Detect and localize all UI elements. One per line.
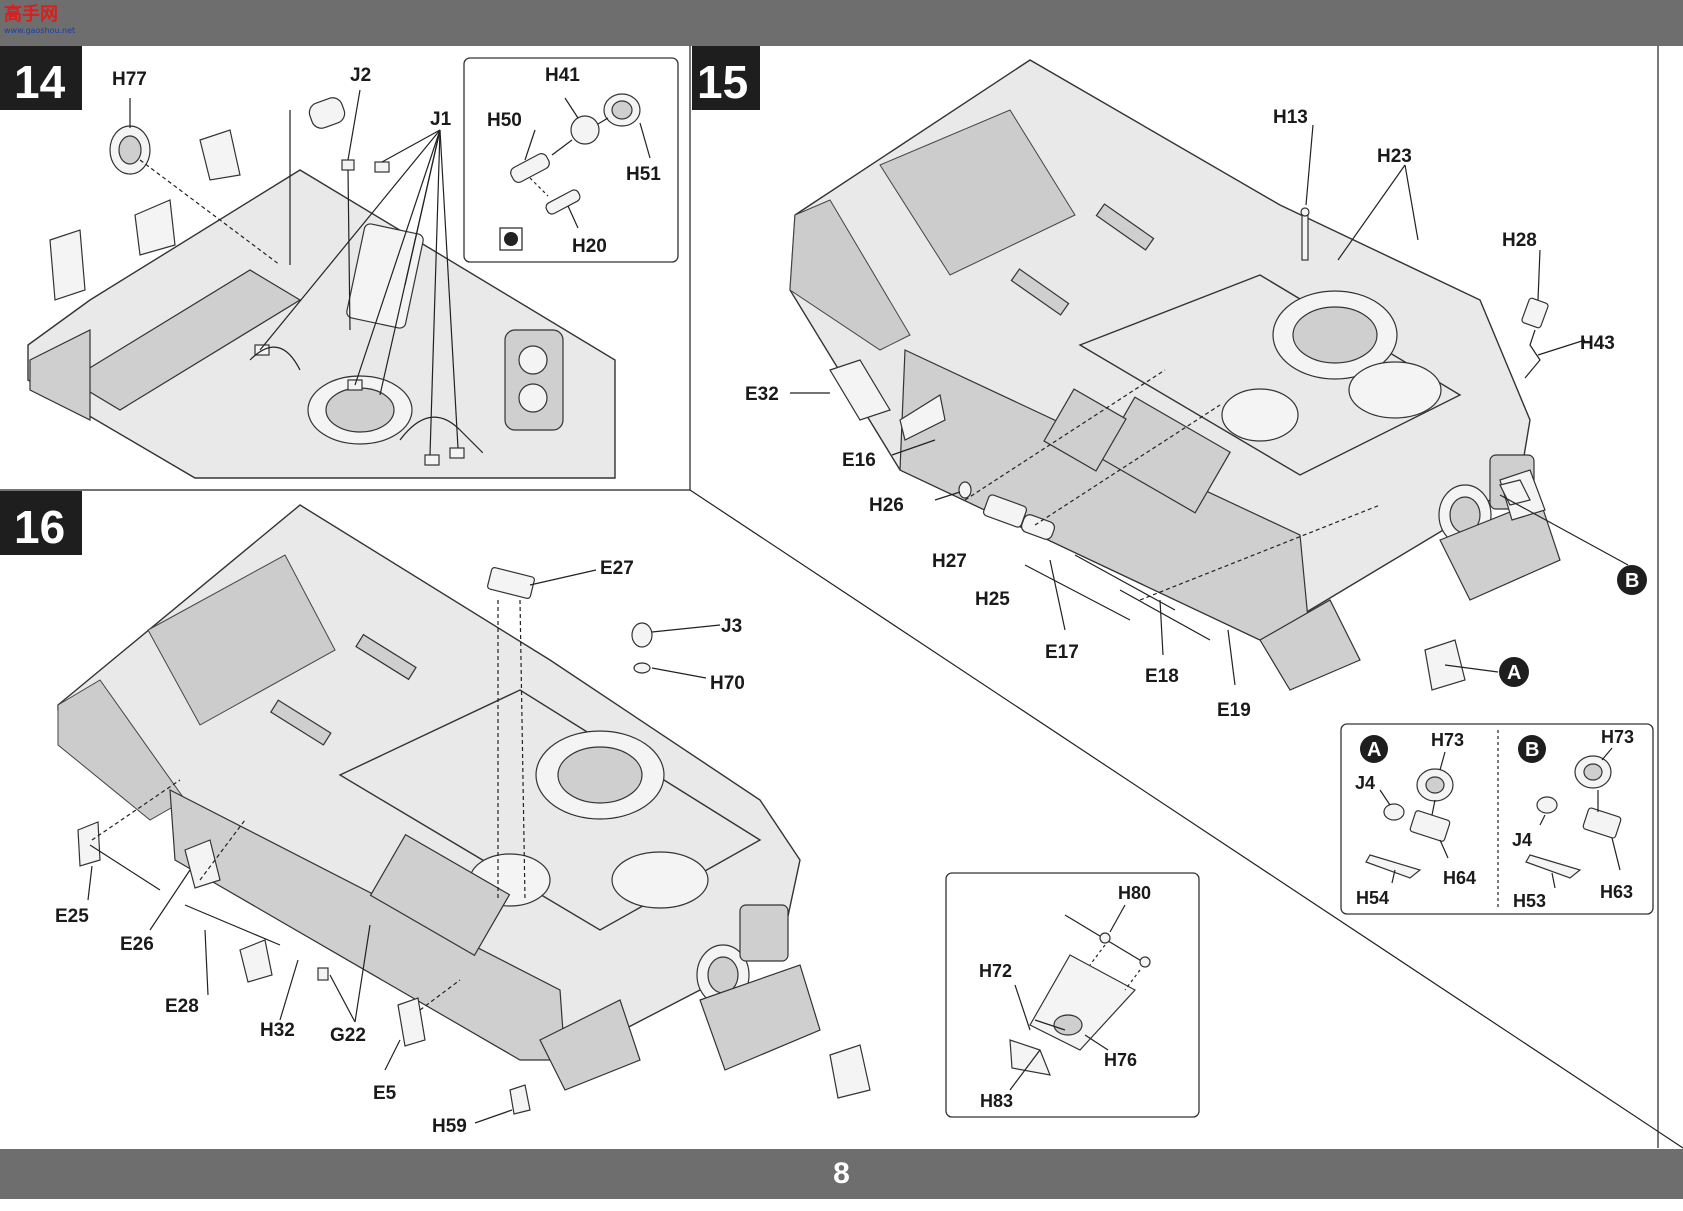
label-e5: E5 bbox=[373, 1083, 397, 1104]
label-g22: G22 bbox=[330, 1025, 366, 1046]
step-16-parts bbox=[77, 567, 871, 1115]
label-h50: H50 bbox=[487, 110, 522, 131]
detail-a-h64: H64 bbox=[1443, 868, 1476, 888]
label-h83: H83 bbox=[980, 1091, 1013, 1111]
detail-a-j4: J4 bbox=[1355, 773, 1375, 793]
label-h80: H80 bbox=[1118, 883, 1151, 903]
label-h23: H23 bbox=[1377, 146, 1412, 167]
step-15: 15 bbox=[692, 46, 1654, 915]
page-number: 8 bbox=[833, 1157, 850, 1190]
label-j3: J3 bbox=[721, 616, 742, 637]
callout-b: B bbox=[1625, 570, 1639, 592]
step-14-number: 14 bbox=[14, 56, 66, 108]
step-16-badge bbox=[0, 491, 82, 555]
site-logo: 高手网 www.gaoshou.net bbox=[4, 4, 76, 40]
top-band bbox=[0, 0, 1683, 46]
step-14-badge bbox=[0, 46, 82, 110]
step-14: 14 bbox=[0, 46, 679, 479]
step-16: 16 bbox=[0, 491, 1200, 1137]
label-h26: H26 bbox=[869, 495, 904, 516]
detail-b-letter: B bbox=[1525, 739, 1539, 761]
logo-url: www.gaoshou.net bbox=[4, 26, 76, 35]
label-h76: H76 bbox=[1104, 1050, 1137, 1070]
step-15-number: 15 bbox=[697, 56, 748, 108]
detail-b-h63: H63 bbox=[1600, 882, 1633, 902]
detail-b-h73: H73 bbox=[1601, 727, 1634, 747]
callout-b-badge bbox=[1617, 565, 1647, 595]
step-16-leaders bbox=[87, 569, 721, 1124]
label-e25: E25 bbox=[55, 906, 89, 927]
label-e32: E32 bbox=[745, 384, 779, 405]
detail-b-h53: H53 bbox=[1513, 891, 1546, 911]
label-h70: H70 bbox=[710, 673, 745, 694]
label-h13: H13 bbox=[1273, 107, 1308, 128]
label-h32: H32 bbox=[260, 1020, 295, 1041]
label-j1: J1 bbox=[430, 109, 452, 130]
panel-frames bbox=[0, 46, 1683, 1149]
label-h41: H41 bbox=[545, 65, 580, 86]
callout-a: A bbox=[1507, 662, 1521, 684]
label-h25: H25 bbox=[975, 589, 1010, 610]
step-15-hull bbox=[789, 59, 1561, 691]
label-h77: H77 bbox=[112, 69, 147, 90]
step-15-leaders bbox=[790, 124, 1629, 686]
label-h43: H43 bbox=[1580, 333, 1615, 354]
label-e26: E26 bbox=[120, 934, 154, 955]
step-15-badge bbox=[692, 46, 760, 110]
detail-a-h54: H54 bbox=[1356, 888, 1389, 908]
label-h27: H27 bbox=[932, 551, 967, 572]
label-j2: J2 bbox=[350, 65, 371, 86]
detail-b-j4: J4 bbox=[1512, 830, 1532, 850]
detail-a-h73: H73 bbox=[1431, 730, 1464, 750]
label-e19: E19 bbox=[1217, 700, 1251, 721]
step-14-leaders bbox=[129, 89, 459, 456]
bottom-band: 8 bbox=[0, 1149, 1683, 1199]
detail-ab-box: A B H73 J4 H64 H54 bbox=[1340, 723, 1654, 915]
label-h20: H20 bbox=[572, 236, 607, 257]
step-14-inset: H41 H50 H51 H20 bbox=[463, 57, 679, 263]
label-h51: H51 bbox=[626, 164, 661, 185]
step-16-inset: H80 H72 H76 H83 bbox=[945, 872, 1200, 1118]
label-e16: E16 bbox=[842, 450, 876, 471]
label-e17: E17 bbox=[1045, 642, 1079, 663]
glue-icon bbox=[504, 232, 518, 246]
step-16-hull bbox=[57, 504, 821, 1091]
label-h59: H59 bbox=[432, 1116, 467, 1137]
label-e28: E28 bbox=[165, 996, 199, 1017]
detail-a-letter: A bbox=[1367, 739, 1381, 761]
label-h28: H28 bbox=[1502, 230, 1537, 251]
step-16-number: 16 bbox=[14, 501, 65, 553]
logo-text: 高手网 bbox=[4, 4, 58, 25]
label-h72: H72 bbox=[979, 961, 1012, 981]
label-e27: E27 bbox=[600, 558, 634, 579]
label-e18: E18 bbox=[1145, 666, 1179, 687]
step-14-hull-interior bbox=[27, 97, 616, 479]
callout-a-badge bbox=[1499, 657, 1529, 687]
